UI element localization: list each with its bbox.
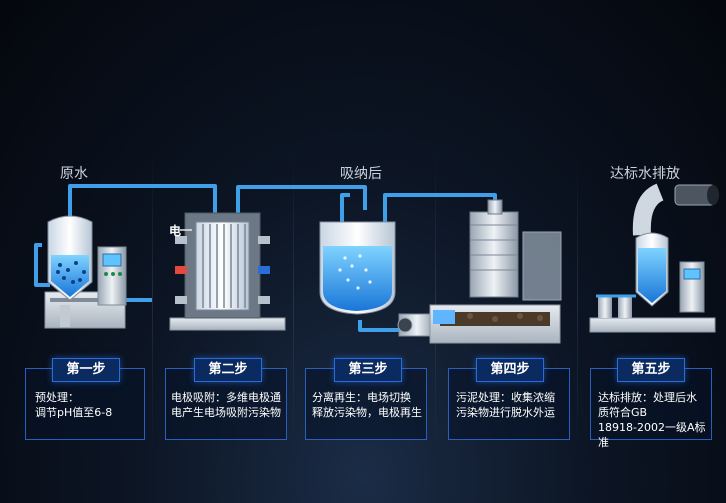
step-description: 污泥处理：收集浓缩 污染物进行脱水外运 [456, 391, 555, 419]
step-badge: 第一步 [52, 358, 120, 382]
step-description: 电极吸附：多维电极通 电产生电场吸附污染物 [171, 391, 281, 419]
column-divider [435, 150, 436, 450]
column-divider [577, 150, 578, 450]
separation-vessel [319, 221, 436, 337]
discharge-unit [589, 183, 719, 333]
sludge-treatment-unit [429, 199, 562, 344]
stage-label-after-adsorption: 吸纳后 [340, 166, 382, 182]
stage-label-raw-water: 原水 [60, 166, 88, 182]
stage-label-discharge: 达标水排放 [610, 166, 680, 182]
column-divider [152, 150, 153, 450]
step-description: 预处理： 调节pH值至6-8 [35, 391, 113, 419]
step-badge: 第二步 [194, 358, 262, 382]
step-badge: 第四步 [476, 358, 544, 382]
step-description: 达标排放：处理后水 质符合GB 18918-2002一级A标准 [598, 391, 706, 449]
column-divider [293, 150, 294, 450]
power-label: 电 [169, 224, 182, 238]
step-description: 分离再生：电场切换 释放污染物，电极再生 [312, 391, 422, 419]
pretreatment-tank [44, 215, 127, 329]
step-badge: 第三步 [334, 358, 402, 382]
electrode-adsorption-unit [169, 212, 286, 331]
step-badge: 第五步 [617, 358, 685, 382]
